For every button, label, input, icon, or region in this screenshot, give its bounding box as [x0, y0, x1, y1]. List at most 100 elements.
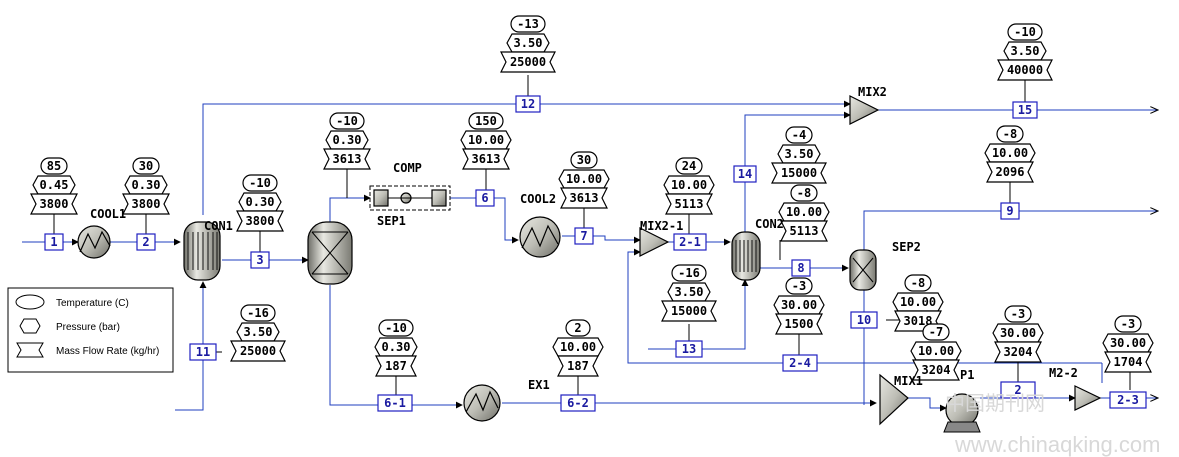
mass-flow-value: 3204 [922, 363, 951, 377]
stream-tag-2[interactable]: 2 [136, 233, 156, 251]
mass-flow-bowtie [997, 59, 1053, 81]
mass-flow-value: 3800 [132, 197, 161, 211]
mass-flow-bowtie [775, 313, 823, 335]
legend-pressure-shape [19, 318, 41, 334]
block-label-cool2: COOL2 [520, 192, 556, 206]
mass-flow-bowtie [986, 161, 1034, 183]
stream-tag-12-label: 12 [521, 97, 535, 111]
temperature-oval [40, 157, 68, 175]
temperature-oval [1007, 23, 1043, 41]
result-block-s6: 150 10.00 3613 [460, 112, 512, 170]
temperature-oval [240, 304, 276, 322]
temperature-oval [996, 125, 1024, 143]
pressure-value: 0.30 [333, 133, 362, 147]
cool2-heater[interactable] [519, 216, 561, 258]
stream-tag-2-3[interactable]: 2-3 [1109, 391, 1147, 409]
ex1-heater[interactable] [463, 384, 501, 422]
stream-tag-6-label: 6 [481, 191, 488, 205]
mix2-mixer[interactable] [849, 95, 880, 125]
mass-flow-value: 2096 [996, 165, 1025, 179]
mass-flow-bowtie [236, 210, 284, 232]
comp-block[interactable] [369, 185, 451, 211]
mass-flow-bowtie [771, 162, 827, 184]
mass-flow-bowtie [323, 148, 371, 170]
legend-pressure-text: Pressure (bar) [56, 322, 120, 333]
mass-flow-bowtie [661, 300, 717, 322]
mass-flow-bowtie [500, 51, 556, 73]
con2-condenser[interactable] [731, 231, 761, 281]
block-label-p1: P1 [960, 368, 974, 382]
legend-temperature-shape [15, 294, 45, 310]
stream-result-blocks: 850.453800300.303800-100.303800-100.3036… [30, 15, 1154, 381]
block-label-comp: COMP [393, 161, 422, 175]
stream-tag-13[interactable]: 13 [675, 340, 703, 358]
stream-tag-11[interactable]: 11 [189, 343, 217, 361]
pressure-value: 10.00 [900, 295, 936, 309]
stream-tag-2-4[interactable]: 2-4 [782, 354, 818, 372]
mass-flow-bowtie [994, 341, 1042, 363]
mass-flow-bowtie [30, 193, 78, 215]
temperature-value: -3 [1011, 307, 1025, 321]
stream-tag-2-2[interactable]: 2 [1000, 381, 1036, 399]
temperature-value: 150 [475, 114, 497, 128]
stream-tag-11-label: 11 [196, 345, 210, 359]
temperature-oval [785, 126, 813, 144]
pressure-value: 10.00 [468, 133, 504, 147]
pressure-value: 10.00 [918, 344, 954, 358]
stream-tag-2-2-label: 2 [1014, 383, 1021, 397]
stream-tag-14-label: 14 [738, 167, 752, 181]
pressure-value: 3.50 [1011, 44, 1040, 58]
stream-tag-7-label: 7 [580, 229, 587, 243]
temperature-value: 85 [47, 159, 61, 173]
mix1-mixer[interactable] [879, 373, 909, 426]
stream-tag-7[interactable]: 7 [574, 227, 594, 245]
stream-tag-8[interactable]: 8 [791, 259, 811, 277]
temperature-value: 30 [577, 153, 591, 167]
pressure-value: 3.50 [785, 147, 814, 161]
stream-tag-2-1[interactable]: 2-1 [673, 233, 707, 251]
temperature-value: 30 [139, 159, 153, 173]
stream-tag-15[interactable]: 15 [1012, 101, 1038, 119]
stream-tag-3[interactable]: 3 [250, 251, 270, 269]
stream-tag-14[interactable]: 14 [733, 165, 757, 183]
pressure-value: 0.30 [246, 195, 275, 209]
mix2-1-mixer[interactable] [639, 227, 670, 257]
pressure-value: 10.00 [560, 340, 596, 354]
stream-tag-12[interactable]: 12 [515, 95, 541, 113]
stream-tag-6-2[interactable]: 6-2 [560, 394, 596, 412]
pressure-value: 30.00 [781, 298, 817, 312]
stream-tag-6[interactable]: 6 [475, 189, 495, 207]
pressure-value: 0.30 [382, 340, 411, 354]
m2-2-splitter[interactable] [1074, 385, 1102, 411]
stream-tag-6-1[interactable]: 6-1 [377, 394, 413, 412]
stream-tag-10[interactable]: 10 [850, 311, 878, 329]
mass-flow-value: 3204 [1004, 345, 1033, 359]
cool1-heater[interactable] [77, 225, 111, 259]
result-block-s2_2: -3 30.00 3204 [992, 305, 1044, 363]
stream-tag-2-3-label: 2-3 [1117, 393, 1139, 407]
flash-drum-1[interactable] [307, 221, 353, 285]
mass-flow-bowtie [230, 340, 286, 362]
block-label-mix2: MIX2 [858, 85, 887, 99]
mass-flow-bowtie [375, 355, 417, 377]
con1-condenser[interactable] [183, 221, 221, 281]
stream-tag-9[interactable]: 9 [1000, 202, 1020, 220]
pressure-value: 30.00 [1000, 326, 1036, 340]
stream-tag-6-1-label: 6-1 [384, 396, 406, 410]
stream-tag-9-label: 9 [1006, 204, 1013, 218]
mass-flow-value: 3613 [472, 152, 501, 166]
stream-tag-1[interactable]: 1 [44, 233, 64, 251]
p1-pump[interactable] [943, 393, 981, 433]
stream-tag-10-label: 10 [857, 313, 871, 327]
sep2-separator[interactable] [849, 249, 877, 291]
temperature-value: -10 [336, 114, 358, 128]
temperature-oval [565, 319, 591, 337]
stream-tag-2-4-label: 2-4 [789, 356, 811, 370]
